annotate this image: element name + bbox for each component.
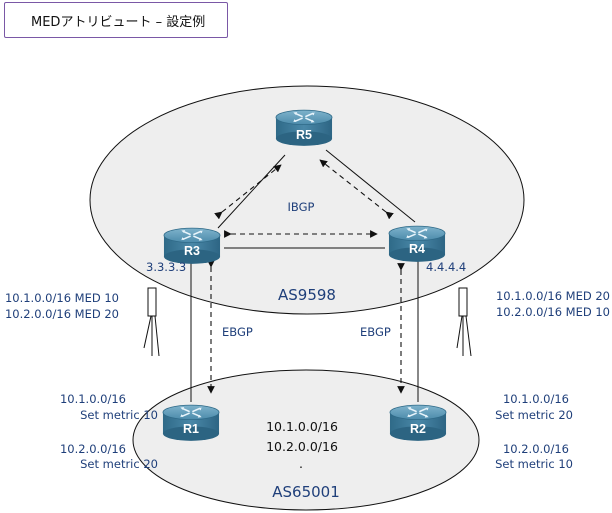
diagram-title: MEDアトリビュート – 設定例 — [31, 14, 206, 30]
r1-config-line: Set metric 20 — [80, 457, 158, 471]
r3-router-id: 3.3.3.3 — [146, 260, 186, 274]
r4-received-route: 10.1.0.0/16 MED 20 — [496, 289, 610, 303]
r2-config-line: Set metric 20 — [495, 408, 573, 422]
network-ellipsis: . — [299, 456, 303, 471]
r3-rx-indicator — [143, 287, 160, 357]
r1-config-line: Set metric 10 — [80, 408, 158, 422]
r2-config-line: 10.1.0.0/16 — [503, 392, 569, 406]
network-prefix: 10.1.0.0/16 — [266, 419, 338, 434]
bgp-sessions — [207, 159, 405, 394]
router-r5[interactable]: R5 — [275, 109, 333, 147]
ibgp-label: IBGP — [288, 200, 315, 214]
r4-rx-indicator — [456, 287, 472, 357]
ibgp-r3-r5 — [214, 164, 282, 220]
as65001-boundary — [132, 369, 480, 511]
r2-config-line: 10.2.0.0/16 — [503, 442, 569, 456]
router-r2[interactable]: R2 — [389, 404, 447, 442]
ebgp-left-label: EBGP — [222, 325, 253, 339]
router-r4-label: R4 — [409, 242, 425, 256]
r1-config-line: 10.2.0.0/16 — [60, 442, 126, 456]
network-prefix: 10.2.0.0/16 — [266, 439, 338, 454]
router-r4[interactable]: R4 — [388, 225, 446, 263]
r4-router-id: 4.4.4.4 — [426, 260, 466, 274]
as65001-label: AS65001 — [272, 483, 340, 501]
ebgp-right-label: EBGP — [360, 325, 391, 339]
r4-received-route: 10.2.0.0/16 MED 10 — [496, 305, 610, 319]
r3-received-route: 10.2.0.0/16 MED 20 — [5, 307, 119, 321]
r2-config-line: Set metric 10 — [495, 457, 573, 471]
r1-config-line: 10.1.0.0/16 — [60, 392, 126, 406]
router-r3-label: R3 — [184, 244, 200, 258]
router-r5-label: R5 — [296, 128, 312, 142]
router-r3[interactable]: R3 — [163, 227, 221, 265]
router-r2-label: R2 — [410, 422, 426, 436]
router-r1[interactable]: R1 — [162, 404, 220, 442]
as9598-label: AS9598 — [278, 286, 336, 304]
r3-received-route: 10.1.0.0/16 MED 10 — [5, 291, 119, 305]
router-r1-label: R1 — [183, 422, 199, 436]
title-box: MEDアトリビュート – 設定例 — [4, 2, 228, 38]
